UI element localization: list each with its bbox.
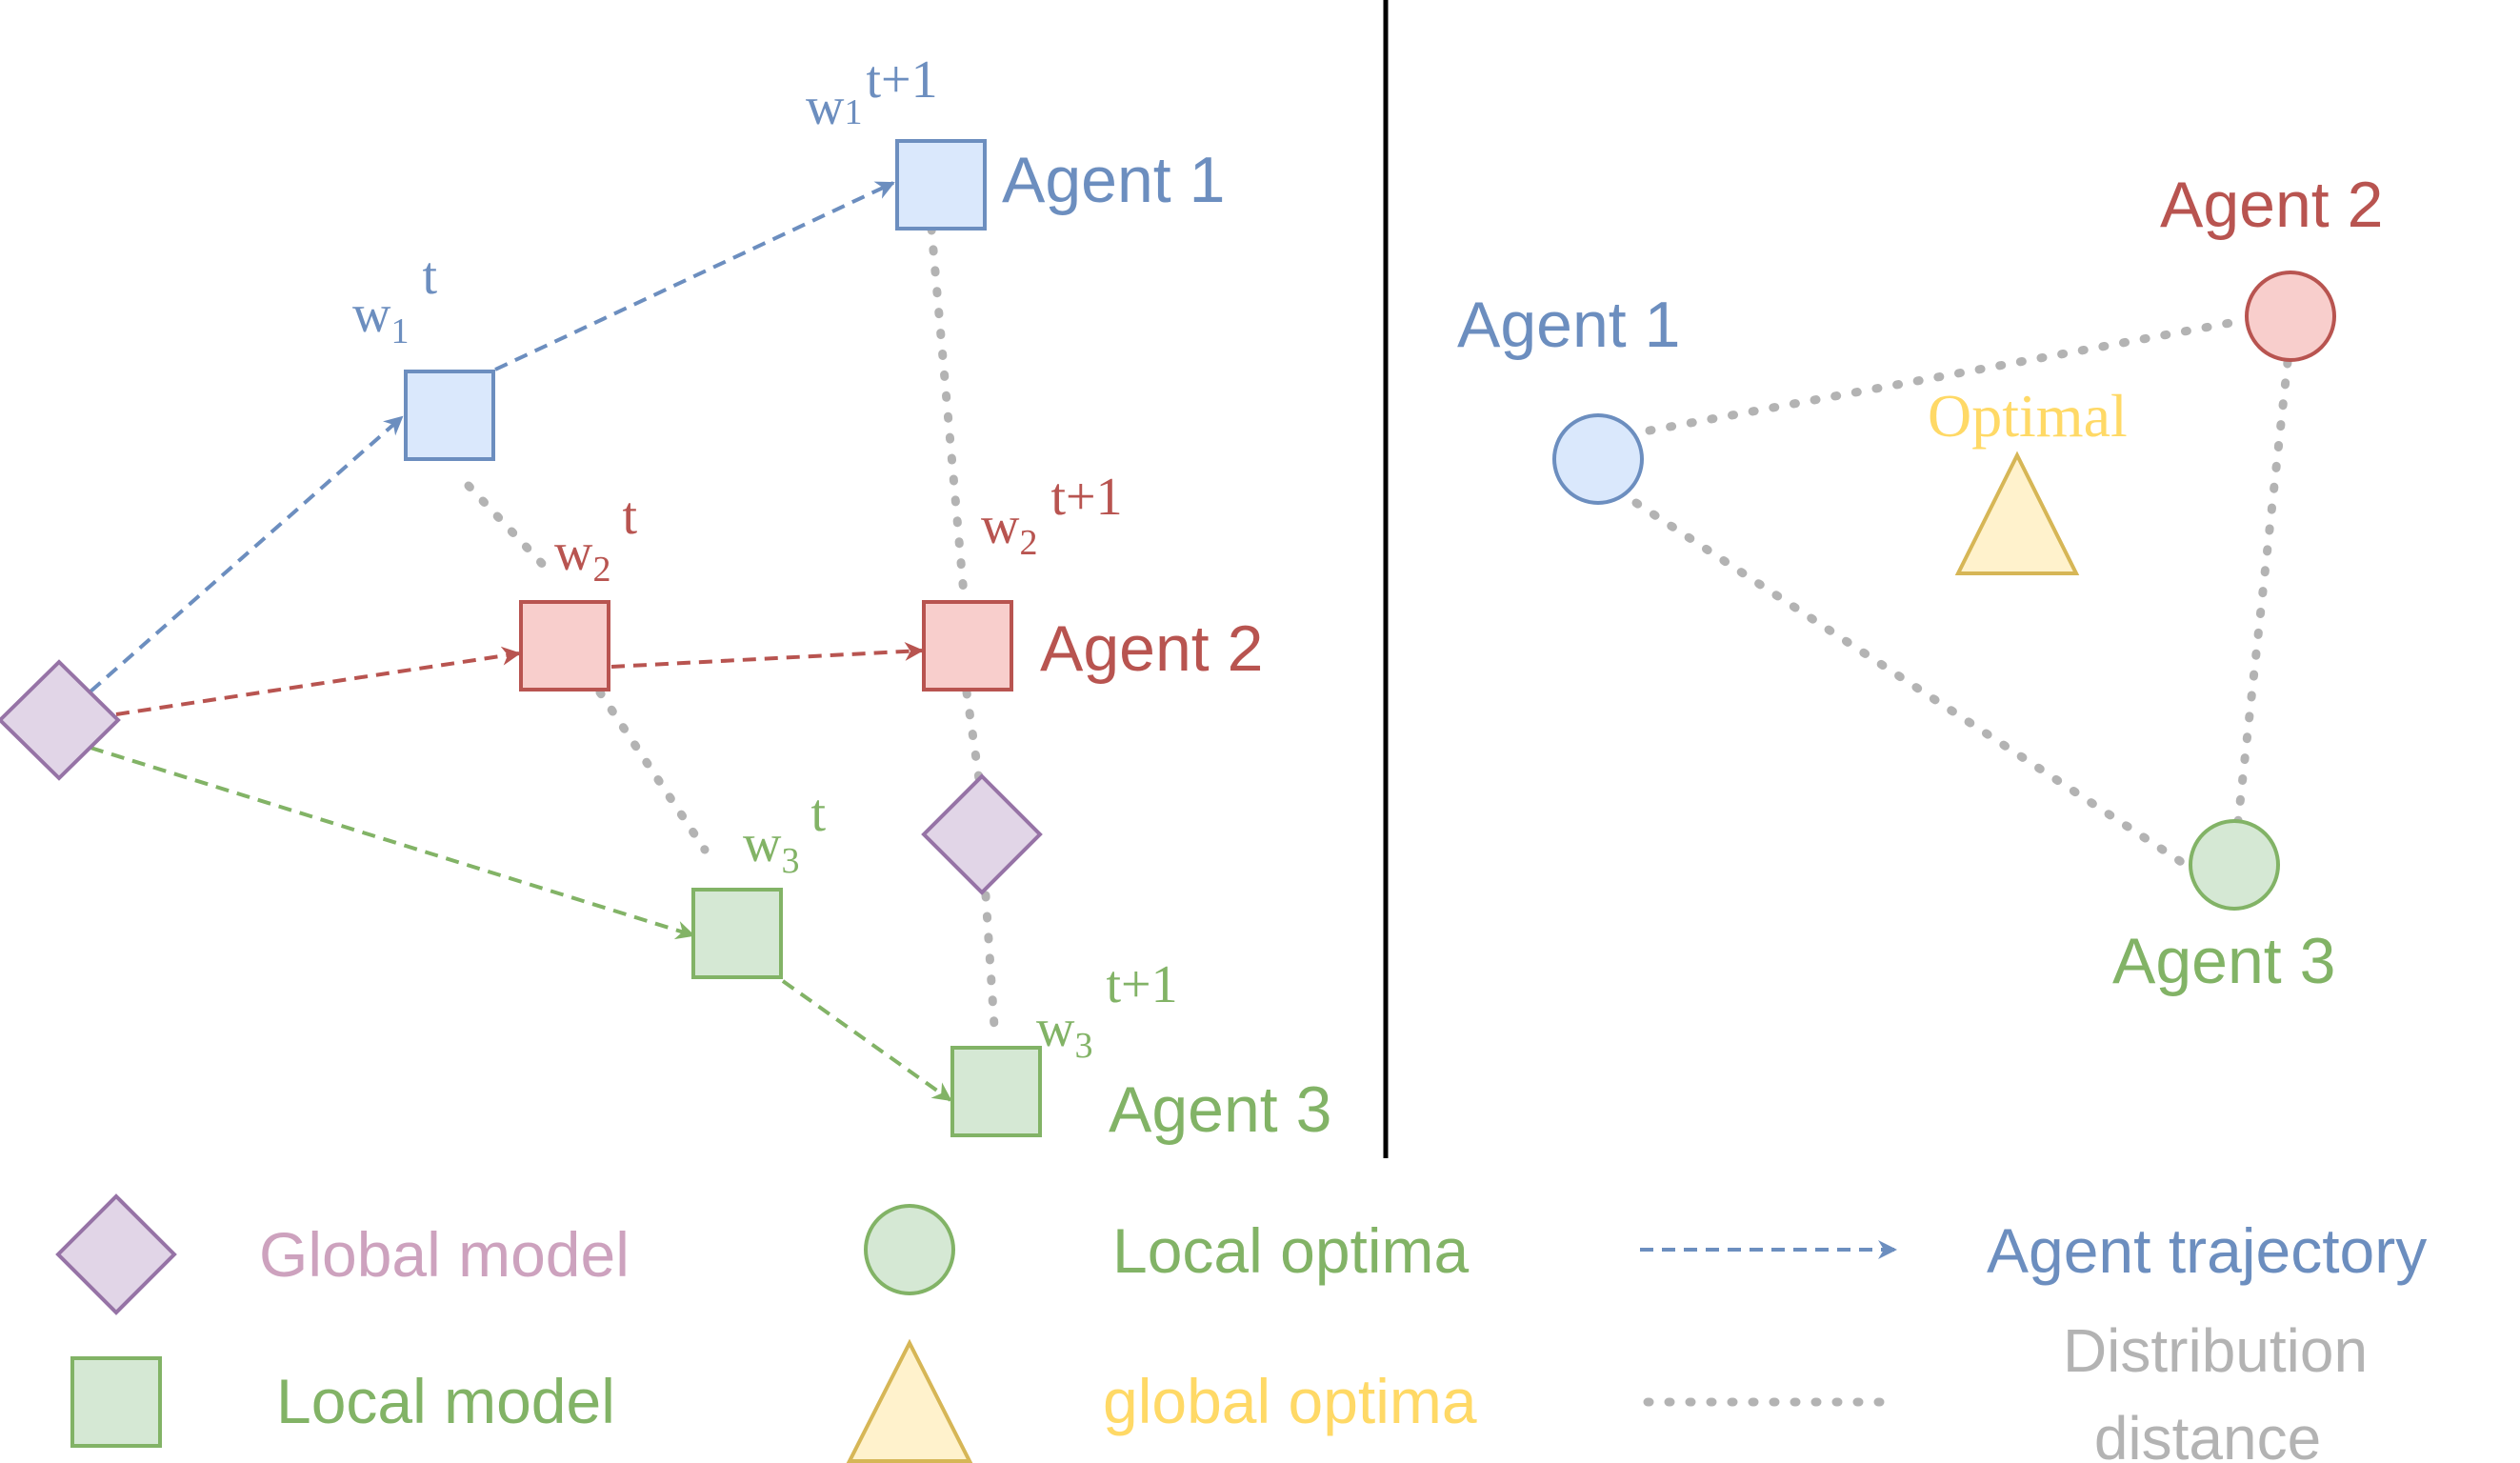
distance-line-w2t-w3t	[595, 688, 710, 854]
legend-distribution-distance-label-1: Distribution	[2063, 1316, 2368, 1385]
legend-global-optima-label: global optima	[1103, 1366, 1477, 1436]
right-agent1-label: Agent 1	[1457, 289, 1680, 361]
local-model-w1t	[404, 370, 495, 461]
label-w3t: w3t	[743, 784, 826, 881]
global-model-node-next	[921, 773, 1043, 895]
distance-agent1-agent3	[1631, 498, 2193, 872]
legend-global-model-icon	[55, 1193, 177, 1315]
right-agent2-label: Agent 2	[2160, 169, 2383, 241]
local-optima-agent3	[2189, 819, 2280, 911]
trajectory-agent3-step1	[90, 746, 695, 940]
distance-line-w1t1-w2t1	[927, 224, 969, 599]
distance-line-w2t1-global	[962, 688, 984, 784]
right-agent3-label: Agent 3	[2112, 925, 2335, 997]
global-model-node-start	[0, 659, 121, 781]
local-model-w2t1	[922, 600, 1013, 691]
label-w1t: w1t	[352, 247, 437, 351]
global-optima-marker	[1954, 451, 2080, 575]
distance-line-w1t-w2t	[464, 481, 552, 574]
distance-agent2-agent3	[2233, 357, 2292, 826]
label-w2t1: w2t+1	[981, 468, 1123, 563]
legend-local-model-label: Local model	[276, 1366, 615, 1436]
label-w3t1: w3t+1	[1036, 955, 1178, 1066]
local-optima-agent2	[2245, 271, 2336, 362]
agent-trajectories	[89, 181, 952, 1102]
local-model-w3t1	[950, 1046, 1042, 1137]
local-model-w3t	[691, 888, 783, 979]
legend-local-optima-icon	[864, 1204, 955, 1295]
label-w2t: w2t	[554, 487, 637, 590]
legend-local-optima-label: Local optima	[1112, 1215, 1470, 1286]
optimal-label: Optimal	[1928, 382, 2128, 450]
left-agent3-label: Agent 3	[1109, 1073, 1331, 1146]
right-distance-lines	[1631, 315, 2292, 872]
left-agent2-label: Agent 2	[1040, 612, 1263, 685]
legend-agent-trajectory-label: Agent trajectory	[1987, 1215, 2427, 1286]
trajectory-agent1-step2	[494, 181, 895, 371]
left-agent1-label: Agent 1	[1002, 144, 1225, 216]
local-model-w2t	[519, 600, 610, 691]
legend-global-optima-icon	[846, 1338, 973, 1463]
distance-line-global-w3t1	[981, 891, 1000, 1046]
local-optima-agent1	[1552, 413, 1644, 505]
legend-distribution-distance-label-2: distance	[2094, 1404, 2321, 1463]
local-model-w1t1	[895, 139, 987, 230]
trajectory-agent2-step1	[115, 646, 521, 716]
legend-local-model-icon	[70, 1356, 162, 1448]
label-w1t1: w1t+1	[806, 50, 938, 136]
distance-agent1-agent2	[1645, 315, 2250, 435]
legend-global-model-label: Global model	[259, 1219, 630, 1290]
legend: Global model Local model Local optima gl…	[55, 1193, 2427, 1463]
trajectory-agent1-step1	[89, 415, 404, 693]
left-distance-lines	[464, 224, 1000, 1046]
trajectory-agent3-step2	[781, 979, 952, 1102]
trajectory-agent2-step2	[610, 641, 924, 669]
